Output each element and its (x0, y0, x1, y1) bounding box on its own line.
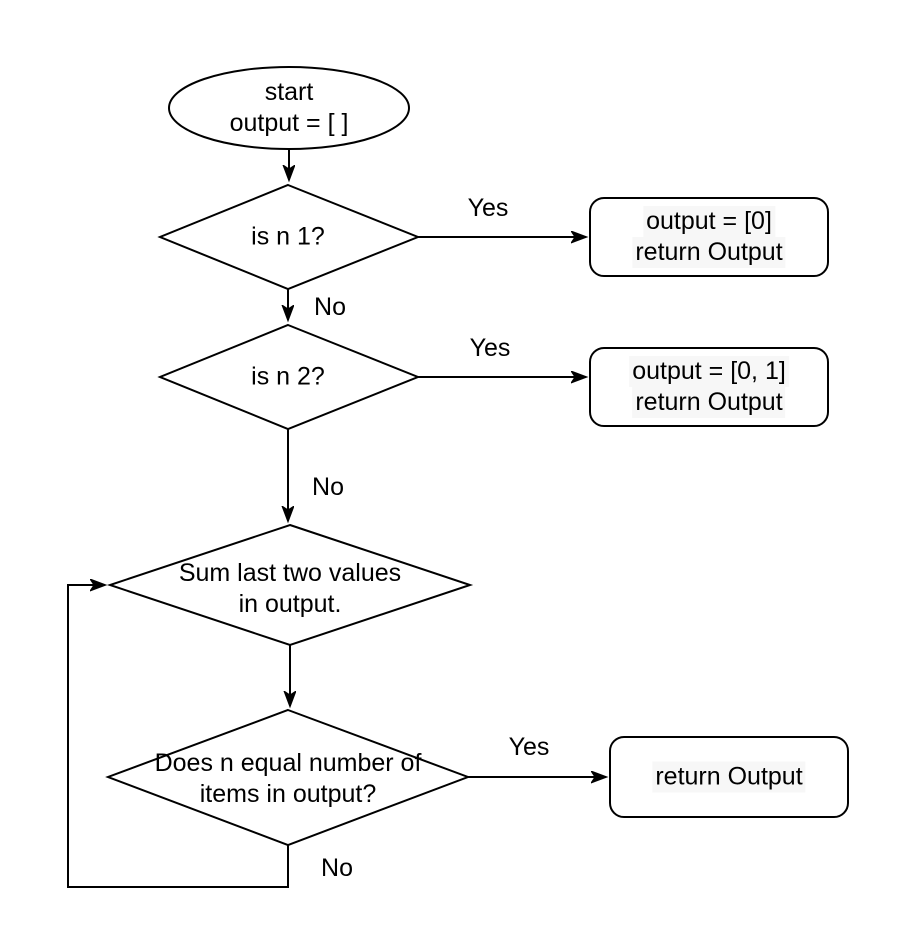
edge-label-yes-1: Yes (467, 194, 509, 222)
decision-line: Does n equal number of (154, 749, 422, 777)
decision-is-n-1-shape (157, 183, 421, 291)
decision-line: is n 2? (251, 362, 325, 391)
decision-sum-last-two-shape (106, 523, 474, 647)
process-output-0-label: output = [0] return Output (632, 206, 786, 268)
decision-n-equals-items-label: Does n equal number of items in output? (155, 748, 422, 810)
edge-no-loop-back (67, 585, 289, 888)
decision-is-n-2-label: is n 2? (251, 362, 325, 393)
decision-line: Sum last two values (178, 559, 402, 587)
decision-line: items in output? (199, 780, 377, 808)
process-return-output-label: return Output (652, 761, 806, 793)
decision-line: in output. (238, 590, 342, 618)
process-output-0-1-label: output = [0, 1] return Output (629, 356, 789, 418)
edge-label-no-3: No (321, 854, 353, 882)
edge-label-no-1: No (314, 293, 346, 321)
decision-n-equals-items-shape (105, 708, 471, 847)
start-node-line: start (264, 78, 314, 106)
process-line: output = [0, 1] (629, 356, 789, 387)
decision-is-n-2-shape (157, 323, 421, 431)
start-node-label: start output = [ ] (230, 77, 349, 139)
decision-line: is n 1? (251, 222, 325, 251)
start-node-shape (168, 66, 410, 150)
process-line: return Output (652, 761, 806, 793)
edge-label-yes-2: Yes (469, 334, 511, 362)
decision-sum-last-two-label: Sum last two values in output. (179, 558, 401, 620)
process-line: return Output (632, 387, 786, 418)
edge-label-no-2: No (312, 473, 344, 501)
start-node-line: output = [ ] (229, 109, 349, 137)
edge-label-yes-3: Yes (508, 733, 550, 761)
decision-is-n-1-label: is n 1? (251, 222, 325, 253)
process-line: return Output (632, 237, 786, 268)
process-line: output = [0] (643, 206, 775, 237)
